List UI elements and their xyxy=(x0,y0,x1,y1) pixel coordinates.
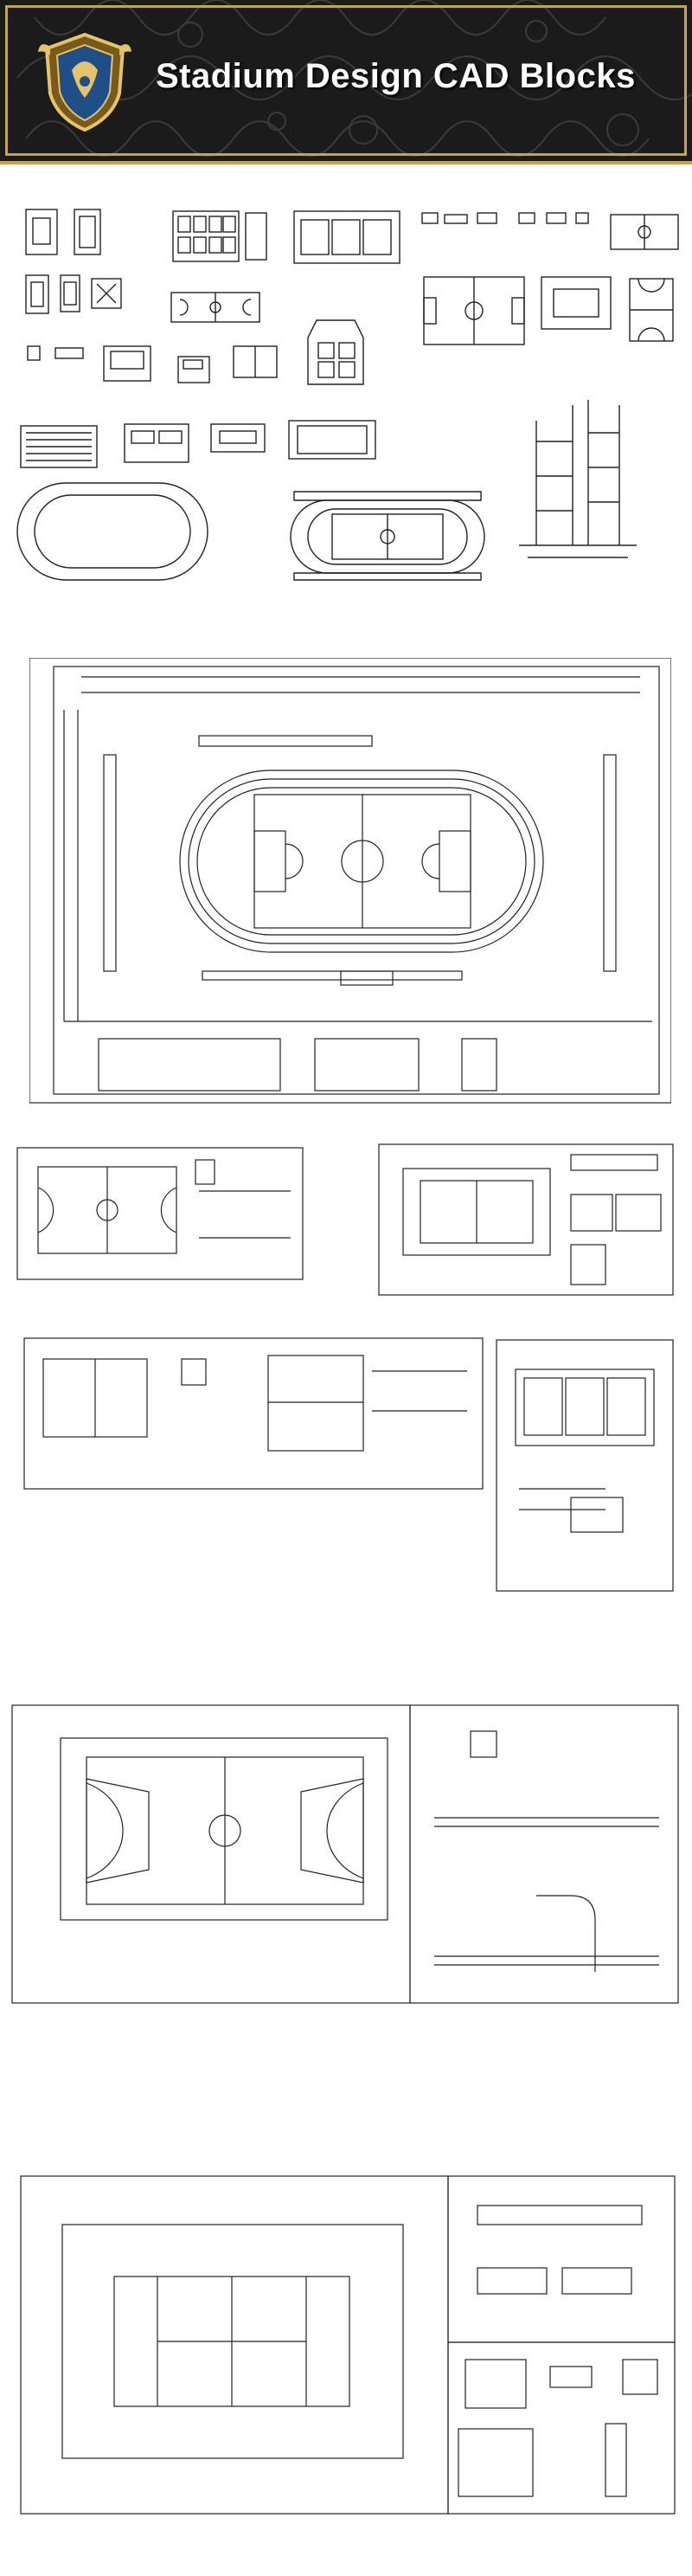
thumbnail-blocks xyxy=(16,209,679,581)
tennis-court-plan xyxy=(20,2175,676,2515)
basketball-court-plan xyxy=(11,1704,679,2004)
banner-frame xyxy=(5,5,687,156)
ornament-pattern xyxy=(16,0,692,157)
court-details-sheet xyxy=(16,1143,674,1592)
header-banner: Stadium Design CAD Blocks xyxy=(0,0,692,164)
page-title: Stadium Design CAD Blocks xyxy=(156,57,636,95)
stadium-site-plan xyxy=(29,658,671,1104)
crest-logo-icon xyxy=(38,32,131,132)
